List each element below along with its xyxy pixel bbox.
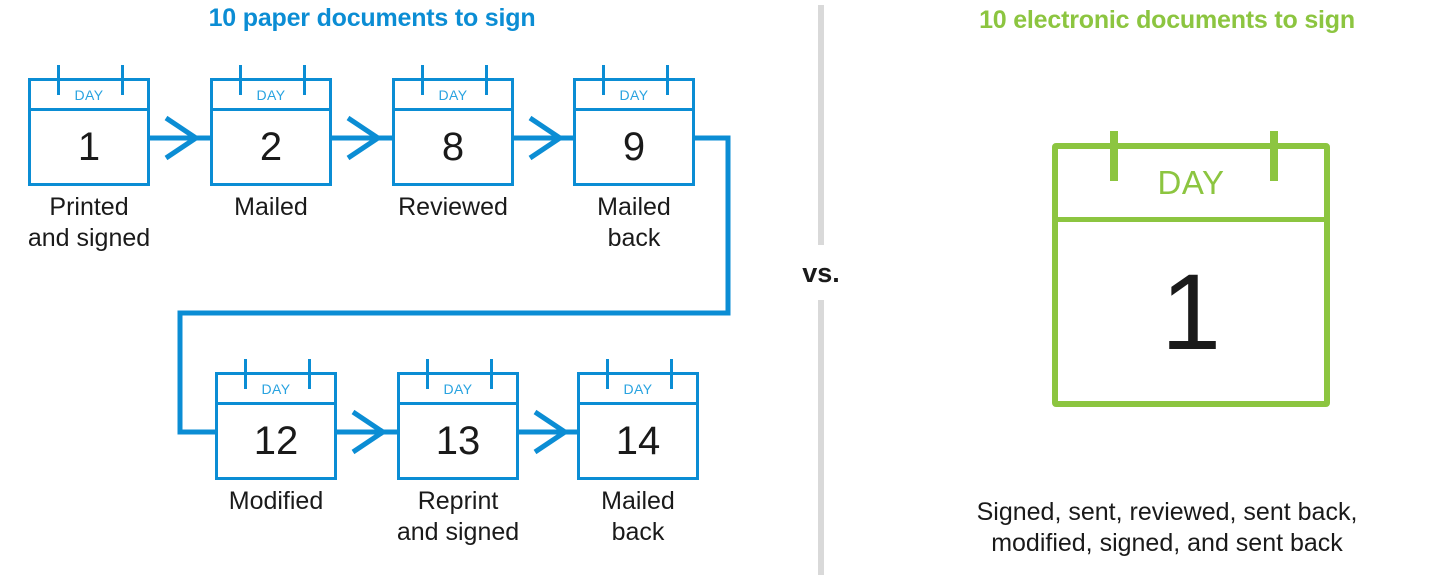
calendar-ring-right-icon: [121, 65, 124, 95]
step-caption: Mailed back: [597, 193, 671, 252]
calendar-icon: DAY 1: [28, 65, 150, 186]
calendar-icon: DAY 8: [392, 65, 514, 186]
arrow-head-1-2: [164, 115, 201, 161]
step-caption: Mailed: [234, 193, 308, 221]
calendar-icon: DAY 12: [215, 359, 337, 480]
calendar-icon: DAY 13: [397, 359, 519, 480]
calendar-ring-left-icon: [421, 65, 424, 95]
calendar-header: DAY: [580, 375, 696, 405]
calendar-step-5[interactable]: DAY 12 Modified: [215, 359, 337, 515]
calendar-icon: DAY 2: [210, 65, 332, 186]
calendar-icon: DAY 1: [1052, 131, 1330, 407]
calendar-day-number: 14: [615, 419, 661, 463]
calendar-ring-left-icon: [602, 65, 605, 95]
calendar-ring-right-icon: [485, 65, 488, 95]
calendar-ring-left-icon: [244, 359, 247, 389]
calendar-header: DAY: [218, 375, 334, 405]
calendar-day-number: 1: [1160, 251, 1222, 372]
calendar-day-label: DAY: [1157, 164, 1225, 201]
versus-label: vs.: [802, 258, 840, 288]
calendar-ring-right-icon: [303, 65, 306, 95]
calendar-day-label: DAY: [261, 380, 291, 397]
calendar-icon: DAY 14: [577, 359, 699, 480]
calendar-step-7[interactable]: DAY 14 Mailed back: [577, 359, 699, 546]
calendar-ring-right-icon: [666, 65, 669, 95]
calendar-day-number: 1: [77, 125, 101, 169]
calendar-header: DAY: [213, 81, 329, 111]
calendar-step-2[interactable]: DAY 2 Mailed: [210, 65, 332, 221]
electronic-flow-caption: Signed, sent, reviewed, sent back, modif…: [976, 498, 1358, 558]
calendar-header: DAY: [1058, 149, 1324, 222]
calendar-electronic-day-1[interactable]: DAY 1: [1052, 131, 1330, 407]
calendar-header: DAY: [395, 81, 511, 111]
calendar-day-number: 12: [253, 419, 299, 463]
calendar-day-label: DAY: [619, 86, 649, 103]
calendar-day-number: 2: [259, 125, 283, 169]
calendar-day-label: DAY: [438, 86, 468, 103]
arrow-head-2-8: [346, 115, 383, 161]
calendar-ring-left-icon: [1110, 131, 1118, 181]
electronic-section-title: 10 electronic documents to sign: [979, 6, 1355, 34]
calendar-day-number: 13: [435, 419, 481, 463]
calendar-header: DAY: [31, 81, 147, 111]
calendar-day-label: DAY: [74, 86, 104, 103]
vertical-divider-top: [818, 5, 824, 245]
calendar-ring-right-icon: [670, 359, 673, 389]
calendar-ring-left-icon: [239, 65, 242, 95]
calendar-header: DAY: [400, 375, 516, 405]
step-caption: Reviewed: [398, 193, 508, 221]
calendar-ring-right-icon: [490, 359, 493, 389]
step-caption: Reprint and signed: [396, 487, 520, 546]
paper-section-title: 10 paper documents to sign: [208, 4, 536, 32]
arrow-head-12-13: [351, 409, 388, 455]
arrow-head-8-9: [528, 115, 565, 161]
calendar-step-4[interactable]: DAY 9 Mailed back: [573, 65, 695, 252]
calendar-header: DAY: [576, 81, 692, 111]
arrow-head-13-14: [533, 409, 570, 455]
calendar-step-3[interactable]: DAY 8 Reviewed: [392, 65, 514, 221]
calendar-day-label: DAY: [256, 86, 286, 103]
step-caption: Printed and signed: [27, 193, 151, 252]
calendar-day-number: 8: [441, 125, 465, 169]
calendar-day-label: DAY: [443, 380, 473, 397]
calendar-ring-right-icon: [308, 359, 311, 389]
calendar-ring-left-icon: [57, 65, 60, 95]
step-caption: Modified: [228, 487, 324, 515]
calendar-step-6[interactable]: DAY 13 Reprint and signed: [397, 359, 519, 546]
calendar-step-1[interactable]: DAY 1 Printed and signed: [28, 65, 150, 252]
vertical-divider-bottom: [818, 300, 824, 575]
calendar-icon: DAY 9: [573, 65, 695, 186]
calendar-ring-left-icon: [606, 359, 609, 389]
step-caption: Mailed back: [601, 487, 675, 546]
calendar-day-number: 9: [622, 125, 646, 169]
calendar-ring-right-icon: [1270, 131, 1278, 181]
calendar-ring-left-icon: [426, 359, 429, 389]
calendar-day-label: DAY: [623, 380, 653, 397]
